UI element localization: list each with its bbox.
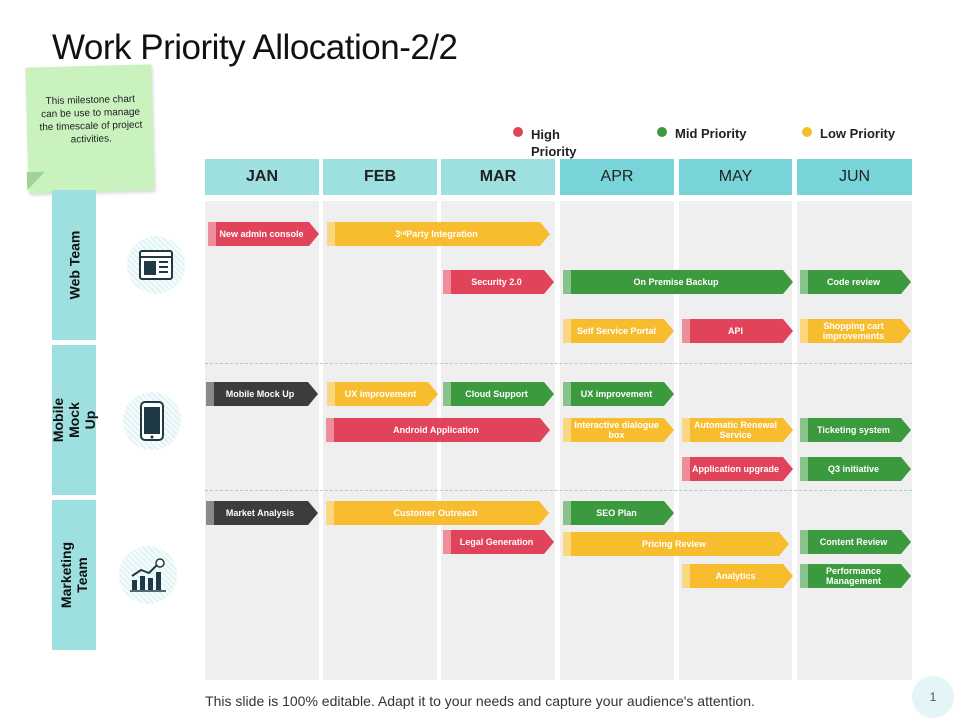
- task-security-2[interactable]: Security 2.0: [443, 270, 554, 294]
- task-pricing-review[interactable]: Pricing Review: [563, 532, 789, 556]
- task-code-review[interactable]: Code review: [800, 270, 911, 294]
- task-legal-generation[interactable]: Legal Generation: [443, 530, 554, 554]
- task-mobile-mock-up[interactable]: Mobile Mock Up: [206, 382, 318, 406]
- month-header-feb: FEB: [323, 159, 437, 195]
- task-application-upgrade[interactable]: Application upgrade: [682, 457, 793, 481]
- team-label-marketing: Marketing Team: [52, 500, 96, 650]
- task-on-premise-backup[interactable]: On Premise Backup: [563, 270, 793, 294]
- month-header-apr: APR: [560, 159, 674, 195]
- growth-chart-icon: [119, 546, 177, 604]
- footer-text: This slide is 100% editable. Adapt it to…: [205, 693, 755, 709]
- task-performance-management[interactable]: Performance Management: [800, 564, 911, 588]
- row-divider: [205, 363, 912, 364]
- team-label-mobile: Mobile Mock Up: [50, 345, 98, 495]
- month-header-mar: MAR: [441, 159, 555, 195]
- smartphone-icon: [123, 392, 181, 450]
- task-content-review[interactable]: Content Review: [800, 530, 911, 554]
- high-priority-dot-icon: [513, 127, 523, 137]
- legend-label: High Priority: [531, 127, 577, 159]
- task-new-admin-console[interactable]: New admin console: [208, 222, 319, 246]
- task-ticketing-system[interactable]: Ticketing system: [800, 418, 911, 442]
- month-header-jun: JUN: [797, 159, 912, 195]
- task-shopping-cart-improvements[interactable]: Shopping cart improvements: [800, 319, 911, 343]
- task-self-service-portal[interactable]: Self Service Portal: [563, 319, 674, 343]
- month-column-jan: [205, 201, 319, 680]
- task-android-application[interactable]: Android Application: [326, 418, 550, 442]
- task-ux-improvement[interactable]: UX improvement: [327, 382, 438, 406]
- row-divider: [205, 490, 912, 491]
- task-ux-improvement[interactable]: UX improvement: [563, 382, 674, 406]
- legend-low-priority: Low Priority: [802, 126, 895, 141]
- task-market-analysis[interactable]: Market Analysis: [206, 501, 318, 525]
- month-header-may: MAY: [679, 159, 792, 195]
- team-label-web: Web Team: [52, 190, 96, 340]
- task-customer-outreach[interactable]: Customer Outreach: [326, 501, 549, 525]
- legend-high-priority: High Priority: [513, 126, 593, 160]
- task-seo-plan[interactable]: SEO Plan: [563, 501, 674, 525]
- month-header-jan: JAN: [205, 159, 319, 195]
- sticky-note-fold: [26, 171, 46, 191]
- task-automatic-renewal-service[interactable]: Automatic Renewal Service: [682, 418, 793, 442]
- task-cloud-support[interactable]: Cloud Support: [443, 382, 554, 406]
- legend-label: Mid Priority: [675, 126, 747, 141]
- task-analytics[interactable]: Analytics: [682, 564, 793, 588]
- low-priority-dot-icon: [802, 127, 812, 137]
- page-title: Work Priority Allocation-2/2: [52, 28, 458, 67]
- task-api[interactable]: API: [682, 319, 793, 343]
- legend-label: Low Priority: [820, 126, 896, 141]
- page-number: 1: [912, 676, 954, 718]
- task-q3-initiative[interactable]: Q3 initiative: [800, 457, 911, 481]
- browser-window-icon: [127, 236, 185, 294]
- legend-mid-priority: Mid Priority: [657, 126, 747, 141]
- mid-priority-dot-icon: [657, 127, 667, 137]
- task-interactive-dialogue-box[interactable]: Interactive dialogue box: [563, 418, 674, 442]
